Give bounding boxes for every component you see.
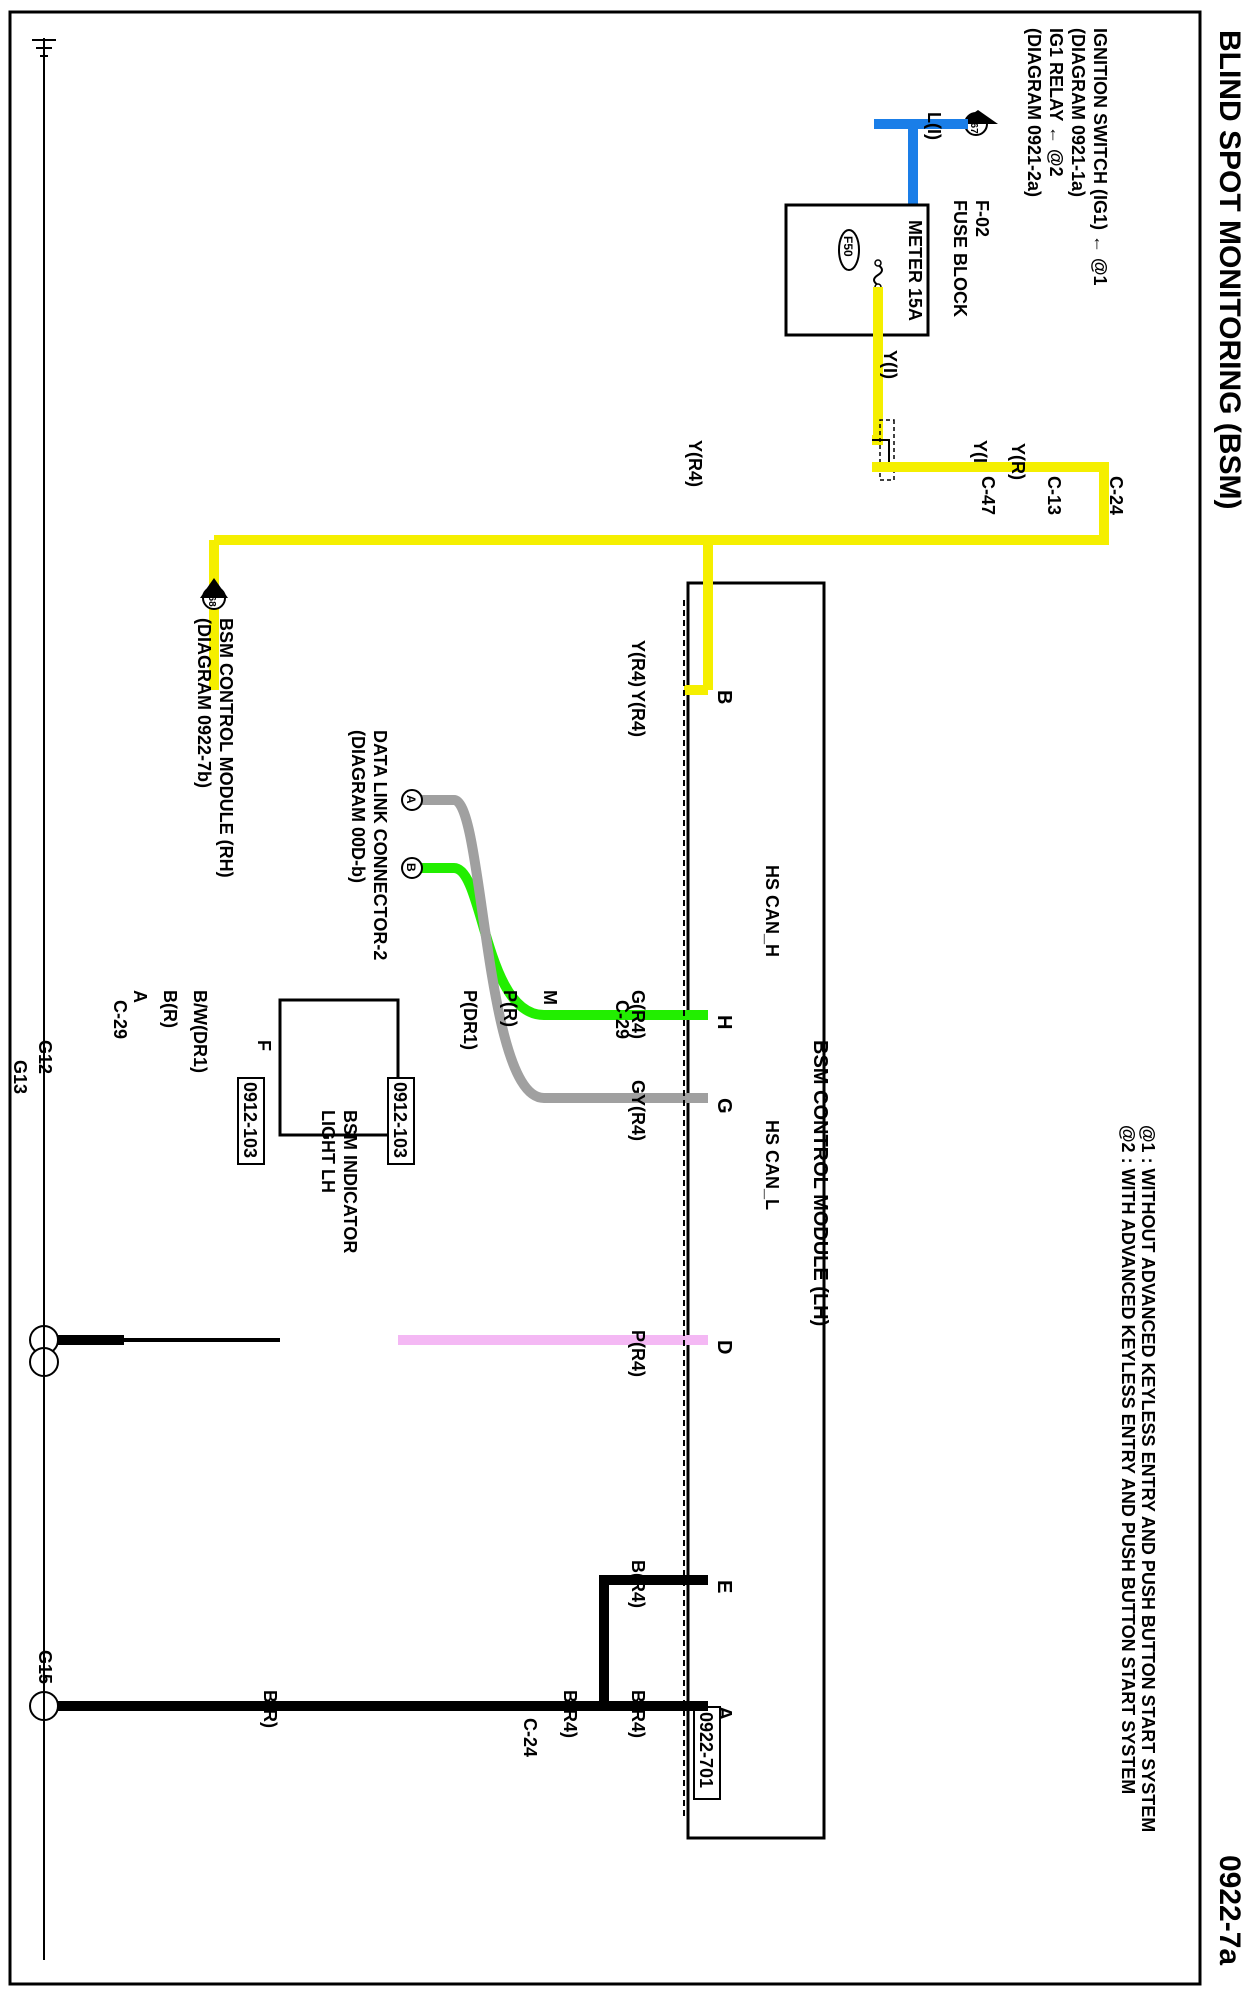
ref-367: 367: [968, 117, 979, 134]
connector-c13: C-13: [1044, 476, 1064, 515]
rh-module-line-1: BSM CONTROL MODULE (RH): [216, 618, 236, 878]
module-ref: 0922-701: [696, 1712, 716, 1788]
module-pin-e: E: [713, 1580, 735, 1593]
wire-label-y-i-1: Y(I): [880, 350, 900, 379]
connector-c24-top: C-24: [1106, 476, 1126, 515]
dlc-line-2: (DIAGRAM 00D-b): [348, 730, 368, 883]
indicator-ref-bottom: 0912-103: [240, 1082, 260, 1158]
rh-arrow: [200, 578, 228, 598]
wire-label-b-r4-c24: B(R4): [560, 1690, 580, 1738]
connector-c24-bottom: C-24: [520, 1718, 540, 1757]
rh-module-line-2: (DIAGRAM 0922-7b): [194, 618, 214, 788]
note-1: @1 : WITHOUT ADVANCED KEYLESS ENTRY AND …: [1138, 1125, 1158, 1832]
connector-c29-m: C-29: [612, 1000, 632, 1039]
connector-pin-a: A: [130, 990, 150, 1003]
wire-label-y-r: Y(R): [1008, 443, 1028, 480]
fuse-id: F50: [841, 236, 855, 257]
power-source-line-3: IG1 RELAY ← @2: [1046, 28, 1066, 177]
note-2: @2 : WITH ADVANCED KEYLESS ENTRY AND PUS…: [1118, 1125, 1138, 1794]
bsm-control-module-lh: [686, 581, 826, 1840]
indicator-ref-bottom-box: [237, 1077, 265, 1165]
dynamic-wires: [29, 535, 708, 1820]
wire-label-b-r4-e: B(R4): [628, 1560, 648, 1608]
module-name: BSM CONTROL MODULE (LH): [809, 1040, 831, 1326]
fuse-block-label: FUSE BLOCK: [950, 200, 970, 317]
ground-symbol: [32, 39, 56, 57]
connector-c29-a: C-29: [110, 1000, 130, 1039]
connector-c47: C-47: [978, 476, 998, 515]
dlc-pin-a-circle: [401, 789, 423, 811]
drawing: BLIND SPOT MONITORING (BSM) 0922-7a @1 :…: [10, 28, 1244, 1965]
fuse-block: [784, 203, 930, 337]
power-source-line-2: (DIAGRAM 0921-1a): [1068, 28, 1088, 197]
indicator-pin-f: F: [254, 1040, 274, 1051]
ground-g13: G13: [10, 1060, 30, 1094]
dlc-pin-b: B: [404, 863, 418, 872]
page-frame: [8, 10, 1202, 1986]
fuse-symbol: [873, 264, 883, 286]
module-pin-d: D: [713, 1340, 735, 1354]
dlc-pin-b-circle: [401, 857, 423, 879]
wire-label-b-r-g15: B(R): [260, 1690, 280, 1728]
module-pin-h: H: [713, 1015, 735, 1029]
indicator-line-2: LIGHT LH: [318, 1110, 338, 1193]
indicator-ref-top-box: [387, 1077, 415, 1165]
wire-label-l-i: L(I): [924, 112, 944, 140]
splice-lead: [872, 439, 890, 467]
wire-label-b-r4-a: B(R4): [628, 1690, 648, 1738]
wire-black-e: [599, 1575, 708, 1706]
wire-label-y-r4-module: Y(R4): [628, 640, 648, 687]
module-pin-g: G: [713, 1098, 735, 1114]
fuse-block-name: F-02: [972, 200, 992, 237]
wire-label-p-r4: P(R4): [628, 1330, 648, 1377]
wire-label-y-i-2: Y(I): [970, 440, 990, 469]
diagram-title: BLIND SPOT MONITORING (BSM): [1213, 30, 1244, 509]
dlc-pin-a: A: [404, 795, 418, 804]
wire-label-p-dr1: P(DR1): [460, 990, 480, 1050]
wire-label-bw-dr1: B/W(DR1): [190, 990, 210, 1073]
power-source-line-4: (DIAGRAM 0921-2a): [1024, 28, 1044, 197]
fuse-terminal-a: [874, 259, 882, 267]
power-source-line-1: IGNITION SWITCH (IG1) ← @1: [1090, 28, 1110, 286]
wire-label-gy-r4: GY(R4): [628, 1080, 648, 1141]
dlc-line-1: DATA LINK CONNECTOR-2: [370, 730, 390, 960]
module-pin-b: B: [713, 690, 735, 704]
module-can-l: HS CAN_L: [762, 1120, 782, 1210]
fuse-rating: METER 15A: [905, 220, 925, 321]
shield-box: [879, 419, 895, 481]
wire-label-y-r4-vert: Y(R4): [685, 440, 705, 487]
wire-label-g-r4: G(R4): [628, 990, 648, 1039]
indicator-line-1: BSM INDICATOR: [340, 1110, 360, 1253]
wire-label-p-r: P(R): [500, 990, 520, 1027]
bsm-indicator-light-lh: [278, 998, 400, 1137]
indicator-ref-top: 0912-103: [390, 1082, 410, 1158]
fuse-id-oval: [838, 229, 860, 271]
ref-368: 368: [206, 590, 217, 607]
module-can-h: HS CAN_H: [762, 865, 782, 957]
wire-label-b-r-ind: B(R): [160, 990, 180, 1028]
wire-label-y-r4-rh: Y(R4): [628, 690, 648, 737]
page-code: 0922-7a: [1213, 1855, 1244, 1965]
connector-pin-m: M: [540, 990, 560, 1005]
wire-gray-twist: [451, 795, 546, 1103]
